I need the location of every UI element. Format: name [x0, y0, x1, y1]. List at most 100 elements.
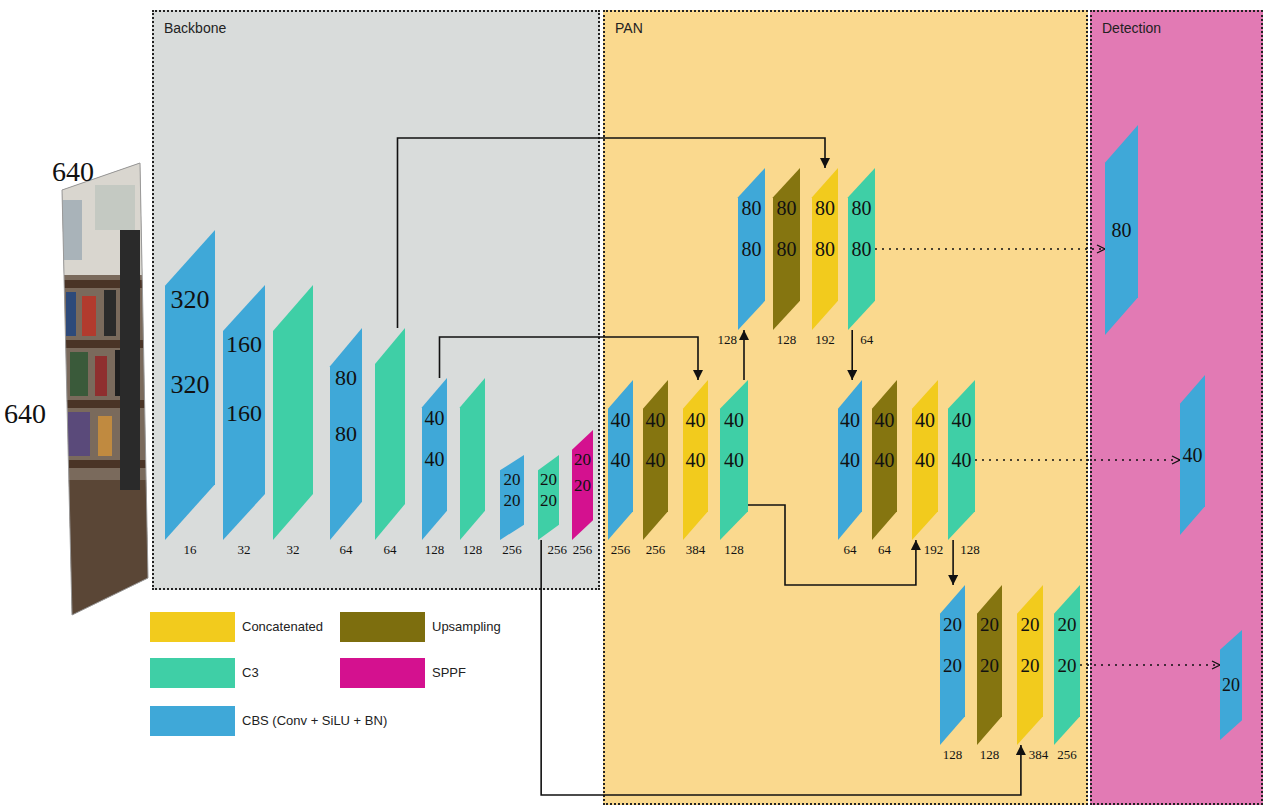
block-outline [912, 380, 938, 540]
region-title: Backbone [164, 20, 226, 36]
channel-count: 128 [425, 543, 445, 556]
feature-size: 40 [611, 410, 631, 430]
cbs-block: 4040128 [422, 378, 447, 540]
channel-count: 128 [943, 748, 963, 761]
feature-size: 40 [840, 410, 860, 430]
cbs-block: 8080128 [738, 168, 765, 330]
channel-count: 256 [502, 543, 522, 556]
block-shape [460, 378, 485, 540]
feature-size: 160 [226, 332, 262, 356]
legend-label: C3 [242, 665, 259, 680]
feature-size: 40 [646, 450, 666, 470]
legend-swatch [340, 658, 425, 688]
c3-block: 128 [460, 378, 485, 540]
feature-size: 80 [852, 239, 872, 259]
sppf-block: 2020256 [572, 430, 593, 540]
legend-swatch [150, 658, 235, 688]
c3-block: 32 [273, 285, 313, 540]
block-outline [838, 380, 862, 540]
channel-count: 64 [340, 543, 353, 556]
cbs-block: 2020256 [500, 455, 524, 540]
feature-size: 20 [1021, 615, 1040, 634]
legend-swatch [340, 612, 425, 642]
feature-size: 20 [574, 477, 591, 494]
channel-count: 384 [686, 543, 706, 556]
legend-label: Upsampling [432, 619, 501, 634]
image-frame [62, 163, 148, 615]
channel-count: 384 [1029, 748, 1049, 761]
block-outline [812, 168, 838, 330]
channel-count: 256 [611, 543, 631, 556]
block-outline [608, 380, 633, 540]
concat-block: 4040192 [912, 380, 938, 540]
dotted-arrow [1080, 664, 1220, 665]
feature-size: 40 [686, 450, 706, 470]
dotted-arrow [975, 459, 1180, 460]
feature-size: 40 [724, 410, 744, 430]
block-outline [720, 380, 748, 540]
legend-swatch [150, 706, 235, 736]
region-title: Detection [1102, 20, 1161, 36]
skip-arrow [952, 540, 954, 585]
channel-count: 256 [1057, 748, 1077, 761]
concat-block: 2020384 [1017, 585, 1043, 745]
feature-size: 80 [852, 198, 872, 218]
skip-arrow [541, 540, 1021, 795]
concat-block: 4040384 [683, 380, 708, 540]
block-outline [1180, 375, 1205, 535]
feature-size: 80 [335, 423, 357, 445]
feature-size: 40 [952, 410, 972, 430]
feature-size: 80 [777, 239, 797, 259]
c3-block: 808064 [848, 168, 875, 330]
feature-size: 80 [742, 198, 762, 218]
feature-size: 20 [943, 615, 962, 634]
legend-swatch [150, 612, 235, 642]
feature-size: 20 [1058, 656, 1077, 675]
legend-label: SPPF [432, 665, 466, 680]
dimension-label: 640 [4, 400, 46, 428]
feature-size: 40 [952, 450, 972, 470]
channel-count: 32 [238, 543, 251, 556]
upsample-block: 2020128 [977, 585, 1002, 745]
block-outline [375, 328, 405, 540]
cbs-block: 20 [1220, 630, 1242, 740]
channel-count: 64 [878, 543, 891, 556]
block-outline [460, 378, 485, 540]
c3-block: 2020256 [1054, 585, 1080, 745]
feature-size: 20 [1058, 615, 1077, 634]
skip-arrow [851, 330, 853, 380]
c3-block: 4040128 [948, 380, 975, 540]
feature-size: 40 [425, 449, 445, 469]
channel-count: 64 [860, 333, 873, 346]
dotted-arrow [875, 248, 1105, 249]
feature-size: 20 [943, 656, 962, 675]
feature-size: 20 [1222, 676, 1240, 694]
feature-size: 20 [504, 492, 521, 509]
feature-size: 40 [425, 408, 445, 428]
cbs-block: 4040256 [608, 380, 633, 540]
legend-label: Concatenated [242, 619, 323, 634]
channel-count: 256 [547, 543, 567, 556]
feature-size: 80 [335, 367, 357, 389]
feature-size: 80 [815, 239, 835, 259]
block-outline [330, 328, 362, 540]
block-outline [1054, 585, 1080, 745]
block-outline [872, 380, 897, 540]
block-shape [375, 328, 405, 540]
cbs-block: 40 [1180, 375, 1205, 535]
feature-size: 40 [646, 410, 666, 430]
photo [55, 155, 155, 625]
block-outline [1017, 585, 1043, 745]
block-outline [1105, 125, 1138, 335]
channel-count: 256 [646, 543, 666, 556]
feature-size: 80 [742, 239, 762, 259]
cbs-block: 2020128 [940, 585, 965, 745]
c3-block: 2020256 [538, 455, 559, 540]
channel-count: 16 [184, 543, 197, 556]
feature-size: 20 [980, 615, 999, 634]
channel-count: 128 [960, 543, 980, 556]
feature-size: 40 [686, 410, 706, 430]
feature-size: 320 [171, 287, 210, 313]
block-outline [940, 585, 965, 745]
